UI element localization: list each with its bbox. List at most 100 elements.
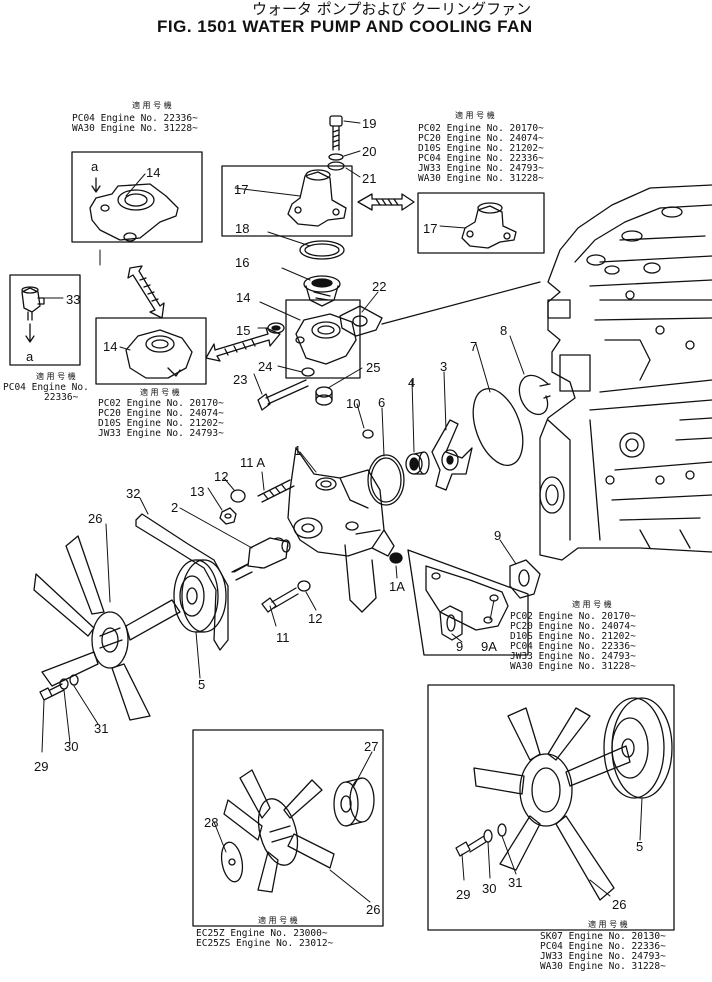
callout-1A: 1A (389, 579, 405, 594)
nut-13 (220, 508, 236, 524)
applicability-caption-mid-right: 適 用 号 機 (572, 600, 612, 609)
washer-20 (329, 154, 343, 160)
callout-14-c: 14 (103, 339, 118, 354)
water-pump-body-1 (288, 448, 394, 612)
callout-14-b: 14 (236, 290, 251, 305)
applicability-caption-top-left: 適 用 号 機 (132, 101, 172, 110)
applicability-top-right-line-6: WA30 Engine No. 31228~ (418, 173, 544, 184)
callout-14-a: 14 (146, 165, 161, 180)
plug-1A (390, 553, 402, 563)
callout-4: 4 (408, 375, 416, 390)
seal-4 (406, 452, 429, 474)
frame-cover-plate (408, 550, 528, 655)
fitting-33 (22, 287, 44, 320)
frame-thermostat-housing (286, 300, 360, 378)
callout-3: 3 (440, 359, 448, 374)
applicability-caption-bottom-right: 適 用 号 機 (588, 920, 628, 929)
bolt-11 (262, 588, 298, 612)
fan-mount-bolts-right (456, 824, 506, 856)
stud-11A (258, 480, 294, 502)
arrow-a-top (92, 178, 100, 192)
engine-block-illustration (540, 185, 712, 560)
callout-11A: 11 A (240, 455, 266, 470)
fan-pulley-5-right (604, 698, 672, 798)
applicability-far-left-line-1: PC04 Engine No. (3, 382, 89, 393)
cover-plate-9A (426, 566, 508, 630)
applicability-mid-right-line-1: PC02 Engine No. 20170~ (510, 611, 636, 622)
gasket-6 (368, 455, 404, 505)
callout-27: 27 (364, 739, 379, 754)
callout-17-a: 17 (234, 182, 249, 197)
applicability-mid-left-line-1: PC02 Engine No. 20170~ (98, 398, 224, 409)
applicability-mid-right-line-3: D10S Engine No. 21202~ (510, 631, 636, 642)
callout-17-b: 17 (423, 221, 438, 236)
callout-9-a: 9 (494, 528, 502, 543)
spacer-27 (334, 778, 374, 826)
cooling-fan-26-right (474, 708, 630, 900)
gasket-7 (464, 382, 533, 472)
callout-11: 11 (276, 630, 290, 645)
callout-9A: 9A (481, 639, 497, 654)
callout-2: 2 (171, 500, 179, 515)
snap-ring-8 (519, 375, 548, 414)
applicability-mid-left-line-4: JW33 Engine No. 24793~ (98, 428, 224, 439)
applicability-mid-left-line-2: PC20 Engine No. 24074~ (98, 408, 224, 419)
applicability-mid-left-line-3: D10S Engine No. 21202~ (98, 418, 224, 429)
callout-5-b: 5 (636, 839, 644, 854)
callout-23: 23 (233, 372, 248, 387)
callout-a-left: a (26, 349, 34, 364)
applicability-caption-bottom-center: 適 用 号 機 (258, 916, 298, 925)
callout-10: 10 (346, 396, 361, 411)
water-outlet-17 (288, 170, 346, 226)
applicability-top-right-line-4: PC04 Engine No. 22336~ (418, 153, 544, 164)
applicability-caption-far-left: 適 用 号 機 (36, 372, 76, 381)
applicability-top-right-line-2: PC20 Engine No. 24074~ (418, 133, 544, 144)
washer-12-a (231, 490, 245, 502)
applicability-bottom-center-line-2: EC25ZS Engine No. 23012~ (196, 938, 334, 949)
applicability-mid-right-line-6: WA30 Engine No. 31228~ (510, 661, 636, 672)
impeller-3 (432, 420, 472, 490)
callout-8: 8 (500, 323, 508, 338)
frame-far-left (10, 275, 80, 365)
callout-29-b: 29 (456, 887, 471, 902)
shaft-bearing-2 (232, 538, 290, 580)
applicability-bottom-right-line-3: JW33 Engine No. 24793~ (540, 951, 666, 962)
applicability-bottom-center-line-1: EC25Z Engine No. 23000~ (196, 928, 328, 939)
callout-19: 19 (362, 116, 377, 131)
title-japanese: ウォータ ポンプおよび クーリングファン (252, 0, 532, 18)
seal-25 (316, 387, 332, 405)
callout-16: 16 (235, 255, 250, 270)
callout-1: 1 (294, 443, 302, 458)
callout-30-b: 30 (482, 881, 497, 896)
snap-ring-8-ends (540, 384, 550, 398)
applicability-caption-mid-left: 適 用 号 機 (140, 388, 180, 397)
thermostat-housing-14-b (126, 330, 192, 378)
callout-5-a: 5 (198, 677, 206, 692)
frame-top-left (72, 152, 202, 242)
callout-6: 6 (378, 395, 386, 410)
fan-pulley-5 (174, 560, 226, 632)
callout-a-top: a (91, 159, 99, 174)
applicability-caption-top-right: 適 用 号 機 (455, 111, 495, 120)
applicability-top-left-line-1: PC04 Engine No. 22336~ (72, 113, 198, 124)
applicability-bottom-right-line-4: WA30 Engine No. 31228~ (540, 961, 666, 972)
callout-32: 32 (126, 486, 141, 501)
applicability-bottom-right-line-1: SK07 Engine No. 20130~ (540, 931, 666, 942)
fan-mount-bolts-left (40, 675, 78, 700)
applicability-mid-right-line-5: JW33 Engine No. 24793~ (510, 651, 636, 662)
applicability-bottom-right-line-2: PC04 Engine No. 22336~ (540, 941, 666, 952)
callout-33: 33 (66, 292, 81, 307)
callout-12-b: 12 (308, 611, 323, 626)
washer-21 (328, 162, 344, 170)
thermostat-housing-14-a (90, 184, 178, 241)
callout-12-a: 12 (214, 469, 229, 484)
figure-title: FIG. 1501 WATER PUMP AND COOLING FAN (157, 17, 533, 36)
applicability-far-left-line-2: 22336~ (44, 392, 79, 403)
gasket-18 (300, 241, 344, 259)
arrow-a-left (26, 324, 34, 342)
callout-31-b: 31 (508, 875, 523, 890)
plug-15 (268, 323, 284, 333)
plate-28 (219, 841, 246, 884)
leader-22 (382, 282, 540, 324)
